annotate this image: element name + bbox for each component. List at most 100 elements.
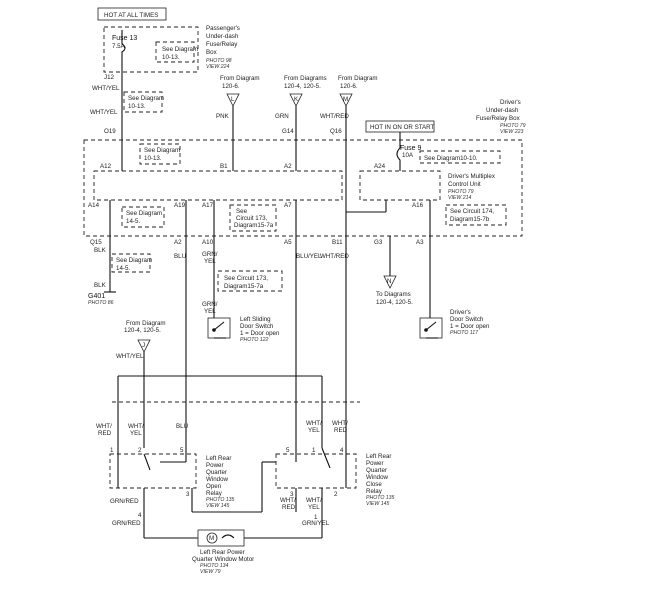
- wire-color-grnred-1: GRN/RED: [110, 498, 139, 505]
- passenger-box-title1: Passenger's: [206, 25, 240, 32]
- wire-color-whtyel-1: WHT/YEL: [92, 85, 120, 92]
- driver-box-photo: PHOTO 79: [500, 123, 526, 129]
- wire-color-grn1-b: GRN/: [202, 301, 218, 308]
- driver-box-title2: Under-dash: [486, 107, 519, 114]
- open-relay-pin4: 4: [138, 512, 142, 519]
- see-box-3-line2: 14-5.: [126, 218, 140, 225]
- from-diagram-m: From Diagram 120-6. M WHT/RED Q16: [320, 75, 378, 140]
- wire-color-grnred-2: GRN/RED: [112, 520, 141, 527]
- close-relay-line5: Close: [366, 481, 382, 488]
- wire-color-whtyel-2: WHT/YEL: [90, 109, 118, 116]
- driver-switch-line2: Door Switch: [450, 316, 484, 323]
- passenger-fuse-box: HOT AT ALL TIMES Fuse 13 7.5A See Diagra…: [97, 7, 240, 73]
- from-diagram-k-line2: 120-4, 120-5.: [284, 83, 321, 90]
- close-relay-outline: [275, 453, 357, 489]
- mpcu-view: VIEW 214: [448, 195, 471, 201]
- wire-color-grn1-a: GRN/: [202, 251, 218, 258]
- from-diagram-j: From Diagram 120-4, 120-5. J WHT/YEL: [116, 320, 323, 448]
- see-box-2-line1: See Diagram: [144, 147, 180, 154]
- driver-box-view: VIEW 223: [500, 129, 523, 135]
- off-page-arrow-m: [339, 93, 353, 107]
- fuse-13-label: Fuse 13: [112, 35, 137, 42]
- wire-color-red-5: RED: [282, 504, 296, 511]
- connector-q15: Q15: [90, 239, 102, 246]
- from-diagram-m-line1: From Diagram: [338, 75, 378, 82]
- to-diagram-n: N To Diagrams 120-4, 120-5.: [376, 236, 413, 306]
- driver-switch-photo: PHOTO 117: [450, 330, 479, 336]
- motor-line2: Quarter Window Motor: [192, 556, 254, 563]
- sliding-switch-line3: 1 = Door open: [240, 330, 280, 337]
- open-relay-photo: PHOTO 135: [206, 497, 235, 503]
- motor-symbol-circle: [206, 532, 218, 544]
- mpcu-title1: Driver's Multiplex: [448, 173, 496, 180]
- off-page-arrow-n: [383, 275, 397, 289]
- from-diagram-k-line1: From Diagrams: [284, 75, 327, 82]
- see-box-3-line1: See Diagram: [126, 210, 162, 217]
- close-relay-pin1-lower: 1: [314, 514, 318, 521]
- connector-a7: A7: [284, 202, 292, 209]
- off-page-letter-n: N: [387, 278, 391, 285]
- fuse-9-label: Fuse 9: [400, 145, 422, 152]
- motor-body: [197, 529, 245, 547]
- wire-color-wht-5: WHT/: [280, 497, 296, 504]
- close-relay-pin5: 5: [286, 447, 290, 454]
- passenger-box-photo: PHOTO 98: [206, 58, 232, 64]
- box-internal: See Diagram 10-13. A12 B1 A2 Fuse 9 10A …: [88, 140, 507, 236]
- see-box-2-line2: 10-13.: [144, 155, 162, 162]
- connector-a14: A14: [88, 202, 100, 209]
- open-relay-line4: Window: [206, 476, 229, 483]
- open-relay-contact: [143, 453, 151, 471]
- wire-j12-o19: J12 WHT/YEL WHT/YEL See Diagram 10-13. O…: [90, 72, 164, 140]
- from-diagram-j-line2: 120-4, 120-5.: [124, 327, 161, 334]
- off-page-arrow-l: [226, 93, 240, 107]
- wire-color-wht-2: WHT/: [128, 423, 144, 430]
- passenger-box-title4: Box: [206, 49, 218, 56]
- close-relay-photo: PHOTO 135: [366, 495, 395, 501]
- see-diagram-box-1: [123, 91, 163, 113]
- open-relay-outline: [109, 453, 197, 489]
- off-page-letter-k: K: [294, 96, 299, 103]
- driver-door-switch: [419, 317, 443, 339]
- see-box-7-line2: Diagram15-7a: [224, 283, 264, 290]
- wire-color-red-4: RED: [334, 427, 348, 434]
- passenger-box-view: VIEW 224: [206, 64, 229, 70]
- off-page-arrow-j: [137, 339, 151, 353]
- wire-color-yel-6: YEL: [308, 504, 320, 511]
- open-relay-line5: Open: [206, 483, 222, 490]
- motor-symbol: M: [209, 535, 214, 542]
- see-box-6-line2: 14-5.: [116, 265, 130, 272]
- wire-color-whtred-top: WHT/RED: [320, 113, 349, 120]
- mpcu-title2: Control Unit: [448, 181, 481, 188]
- hot-at-all-times-box: [97, 7, 167, 21]
- window-motor: M Left Rear Power Quarter Window Motor P…: [192, 529, 254, 575]
- from-diagram-k: From Diagrams 120-4, 120-5. K GRN G14: [275, 75, 327, 140]
- close-relay-pin4: 4: [340, 447, 344, 454]
- wire-color-blk-2: BLK: [94, 282, 107, 289]
- connector-g3: G3: [374, 239, 383, 246]
- close-relay-pin2: 2: [334, 491, 338, 498]
- see-box-1-line2: 10-13.: [128, 103, 146, 110]
- wire-color-wht-3: WHT/: [306, 420, 322, 427]
- connector-a16: A16: [412, 202, 424, 209]
- passenger-box-title2: Under-dash: [206, 33, 239, 40]
- switch-blade: [213, 321, 225, 331]
- wire-color-wht-6: WHT/: [306, 497, 322, 504]
- connector-a5: A5: [284, 239, 292, 246]
- wire-color-yel-3: YEL: [308, 427, 320, 434]
- open-relay-line3: Quarter: [206, 469, 227, 476]
- wire-color-blu-2: BLU: [176, 423, 188, 430]
- driver-box-title3: Fuse/Relay Box: [476, 115, 521, 122]
- sliding-switch-line2: Door Switch: [240, 323, 274, 330]
- open-relay-line1: Left Rear: [206, 455, 231, 462]
- connector-a17: A17: [202, 202, 214, 209]
- see-circuit-box-5: [445, 204, 507, 226]
- from-diagram-l-line1: From Diagram: [220, 75, 260, 82]
- from-diagram-m-line2: 120-6.: [340, 83, 358, 90]
- connector-a3: A3: [416, 239, 424, 246]
- sliding-door-branch: GRN/ YEL See Circuit 173, Diagram15-7a G…: [202, 236, 283, 343]
- to-diagrams-line1: To Diagrams: [376, 291, 411, 298]
- see-diagram-box-fuse13: [155, 41, 195, 63]
- wire-color-yel-a: YEL: [204, 258, 216, 265]
- close-relay-line4: Window: [366, 474, 389, 481]
- see-diagram-fuse13-line2: 10-13.: [162, 54, 180, 61]
